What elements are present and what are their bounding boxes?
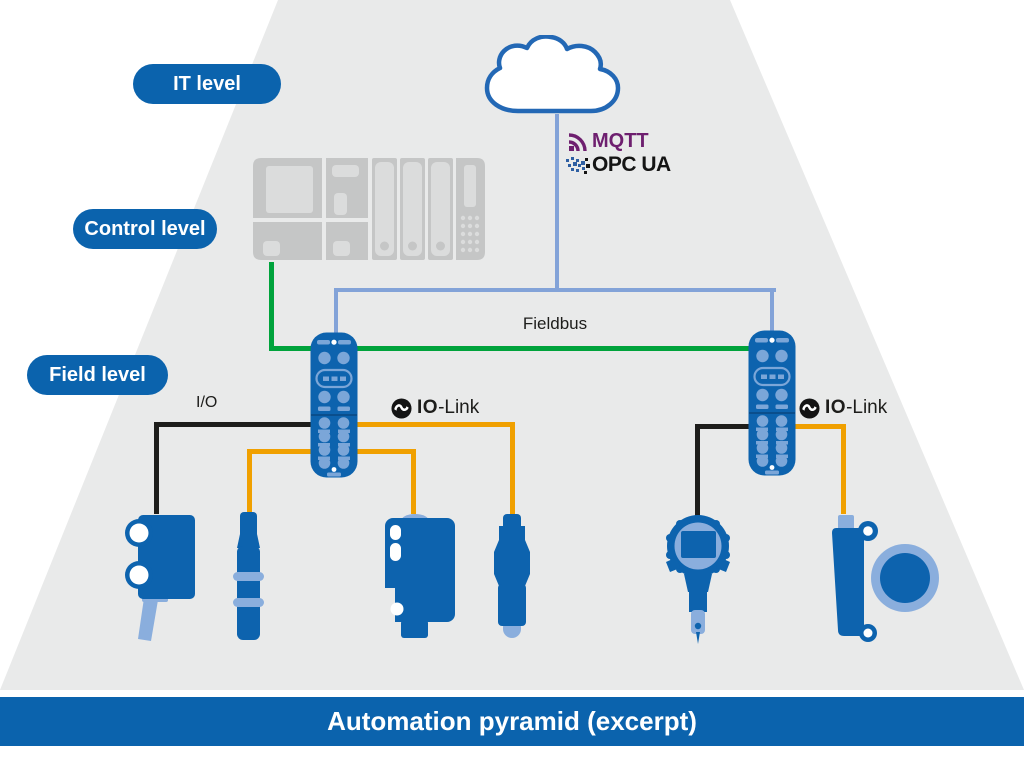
io-link-bold: IO <box>417 397 439 418</box>
photoelectric-sensor <box>383 514 455 638</box>
io-line-right-horizontal <box>695 424 752 429</box>
iolink-line-right-h <box>794 424 846 429</box>
io-link-circular-arrows-icon <box>391 397 412 419</box>
diagram-title: Automation pyramid (excerpt) <box>327 706 697 736</box>
fork-sensor <box>124 515 195 641</box>
io-link-bold: IO <box>825 397 847 418</box>
plug-sensor <box>494 514 530 638</box>
field-level-badge: Field level <box>27 355 168 395</box>
io-link-master-module-right <box>748 330 796 476</box>
iolink-line-left-upper-v <box>510 422 515 514</box>
mqtt-label: MQTT <box>592 130 649 152</box>
cloud-branch-line <box>334 288 776 292</box>
iolink-line-left-lower-h <box>247 449 322 454</box>
io-line-vertical <box>154 422 159 514</box>
flow-sensor-with-ring <box>832 515 939 642</box>
fieldbus-line <box>269 346 752 351</box>
cloud-drop-line <box>555 114 559 292</box>
pressure-transmitter <box>666 515 730 644</box>
iolink-line-left-upper-h <box>346 422 515 427</box>
cloud-to-right-master-line <box>770 288 774 332</box>
iolink-line-right-v <box>841 424 846 514</box>
io-link-text: IO-Link <box>417 397 479 419</box>
mqtt-signal-icon <box>568 132 587 151</box>
opc-ua-label: OPC UA <box>592 153 671 176</box>
io-link-rest: -Link <box>438 397 480 418</box>
opc-ua-logo: OPC UA <box>565 153 671 177</box>
cloud-to-left-master-line <box>334 288 338 334</box>
plc-drop-line <box>269 262 274 351</box>
mqtt-logo: MQTT <box>568 130 649 153</box>
iolink-line-left-lower-v <box>247 449 252 514</box>
io-link-circular-arrows-icon <box>799 397 820 419</box>
fieldbus-label: Fieldbus <box>522 314 588 333</box>
diagram-title-banner: Automation pyramid (excerpt) <box>0 697 1024 746</box>
io-line-horizontal <box>154 422 324 427</box>
opc-ua-pixel-icon <box>566 157 590 174</box>
plc-controller <box>253 158 485 260</box>
io-link-text: IO-Link <box>825 397 887 419</box>
io-link-master-module-left <box>310 332 358 478</box>
cloud-icon <box>484 35 621 114</box>
control-level-badge: Control level <box>73 209 217 249</box>
io-label: I/O <box>196 394 218 411</box>
inductive-sensor <box>233 512 264 640</box>
io-link-rest: -Link <box>846 397 888 418</box>
io-line-right-vertical <box>695 424 700 516</box>
iolink-line-left-mid-v <box>411 449 416 514</box>
it-level-badge: IT level <box>133 64 281 104</box>
io-link-label-right: IO-Link <box>799 397 887 419</box>
io-link-label-left: IO-Link <box>391 397 479 419</box>
iolink-line-left-mid-h <box>346 449 416 454</box>
